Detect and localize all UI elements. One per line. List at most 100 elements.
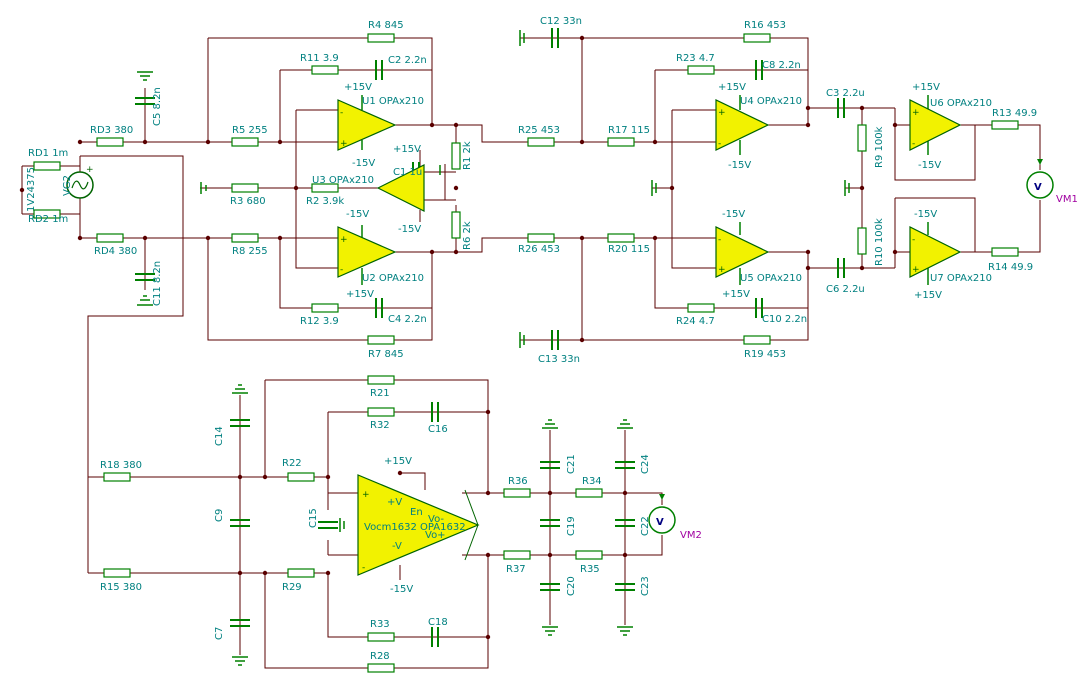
opamp-u4 — [715, 99, 770, 151]
resistor-r2 — [311, 183, 339, 193]
resistor-r5 — [231, 137, 259, 147]
resistor-r25 — [527, 137, 555, 147]
voltage-source-vg2[interactable]: + — [66, 165, 94, 199]
vm2-symbol: V — [656, 517, 664, 528]
svg-text:-: - — [912, 139, 915, 149]
grounds — [137, 30, 929, 666]
resistor-r7 — [367, 335, 395, 345]
labels: RD1 1m RD2 1m RD3 380 RD4 380 C5 8.2n C1… — [28, 16, 1078, 662]
capacitor-c20 — [540, 583, 560, 591]
resistor-r10 — [857, 227, 867, 255]
rd2-label: RD2 1m — [28, 214, 68, 225]
resistor-r34 — [575, 488, 603, 498]
resistor-r6 — [451, 211, 461, 239]
r9-label: R9 100k — [874, 126, 885, 168]
c1-label: C1 1u — [393, 167, 422, 178]
resistor-r13 — [991, 120, 1019, 130]
u1-pos-supply: +15V — [344, 82, 372, 93]
u3-label: U3 OPAx210 — [312, 175, 374, 186]
u4-pos-supply: +15V — [718, 82, 746, 93]
c22-label: C22 — [640, 516, 651, 536]
resistor-r37 — [503, 550, 531, 560]
opamp-u3 — [376, 164, 425, 212]
r19-label: R19 453 — [744, 349, 786, 360]
capacitor-c8 — [755, 60, 763, 80]
capacitor-c21 — [540, 461, 560, 469]
r20-label: R20 115 — [608, 244, 650, 255]
vm1-symbol: V — [1034, 182, 1042, 193]
svg-text:+: + — [718, 108, 726, 118]
c13-label: C13 33n — [538, 354, 580, 365]
opamp-u2 — [337, 226, 397, 278]
resistor-r18 — [103, 472, 131, 482]
junction-dots — [19, 35, 898, 640]
resistors[interactable] — [33, 33, 1019, 673]
r15-label: R15 380 — [100, 582, 142, 593]
vg2-label: VG2 — [62, 175, 73, 196]
opamp-u5 — [715, 226, 770, 278]
r28-label: R28 — [370, 651, 390, 662]
voltmeter-vm1[interactable]: V — [1026, 159, 1054, 199]
u7-pos-supply: +15V — [914, 290, 942, 301]
opamp-u6 — [909, 99, 962, 151]
svg-text:+: + — [340, 139, 348, 149]
capacitor-c18 — [431, 627, 439, 647]
c15-label: C15 — [308, 508, 319, 528]
capacitor-c11 — [135, 273, 155, 281]
r8-label: R8 255 — [232, 246, 268, 257]
r13-label: R13 49.9 — [992, 108, 1037, 119]
resistor-r36 — [503, 488, 531, 498]
capacitor-c10 — [755, 298, 763, 318]
u6-neg-supply: -15V — [918, 160, 941, 171]
r23-label: R23 4.7 — [676, 53, 715, 64]
u8-pos-supply: +15V — [384, 456, 412, 467]
resistor-r3 — [231, 183, 259, 193]
resistor-rd3 — [96, 137, 124, 147]
u8-en-pin: En — [410, 507, 423, 518]
r14-label: R14 49.9 — [988, 262, 1033, 273]
vg1-label: 1V24375 — [26, 167, 37, 212]
u8-vo-minus-pin: Vo- — [428, 514, 444, 525]
r10-label: R10 100k — [874, 218, 885, 266]
capacitors[interactable] — [135, 28, 845, 647]
resistor-r35 — [575, 550, 603, 560]
u4-label: U4 OPAx210 — [740, 96, 802, 107]
capacitor-c14 — [230, 419, 250, 427]
u2-neg-supply: -15V — [346, 209, 369, 220]
r11-label: R11 3.9 — [300, 53, 339, 64]
svg-text:+: + — [912, 108, 920, 118]
c2-label: C2 2.2n — [388, 55, 427, 66]
r36-label: R36 — [508, 476, 528, 487]
r35-label: R35 — [580, 564, 600, 575]
u5-label: U5 OPAx210 — [740, 273, 802, 284]
c4-label: C4 2.2n — [388, 314, 427, 325]
r12-label: R12 3.9 — [300, 316, 339, 327]
c6-label: C6 2.2u — [826, 284, 865, 295]
r24-label: R24 4.7 — [676, 316, 715, 327]
capacitor-c13 — [551, 330, 559, 350]
u2-pos-supply: +15V — [346, 289, 374, 300]
capacitor-c3 — [837, 98, 845, 118]
capacitor-c6 — [837, 258, 845, 278]
c10-label: C10 2.2n — [762, 314, 807, 325]
c19-label: C19 — [566, 516, 577, 536]
resistor-r11 — [311, 65, 339, 75]
svg-text:+: + — [86, 165, 94, 175]
opamp-u7 — [909, 226, 962, 278]
c9-label: C9 — [214, 509, 225, 522]
capacitor-c5 — [135, 97, 155, 105]
resistor-r15 — [103, 568, 131, 578]
capacitor-c15 — [318, 521, 338, 529]
c16-label: C16 — [428, 424, 448, 435]
svg-text:-: - — [912, 235, 915, 245]
r4-label: R4 845 — [368, 20, 404, 31]
resistor-r12 — [311, 303, 339, 313]
svg-text:+: + — [912, 265, 920, 275]
resistor-r14 — [991, 247, 1019, 257]
r7-label: R7 845 — [368, 349, 404, 360]
voltmeter-vm2[interactable]: V — [648, 494, 676, 534]
resistor-r4 — [367, 33, 395, 43]
opamps[interactable] — [337, 99, 962, 576]
vm1-label: VM1 — [1056, 194, 1078, 205]
r22-label: R22 — [282, 458, 302, 469]
